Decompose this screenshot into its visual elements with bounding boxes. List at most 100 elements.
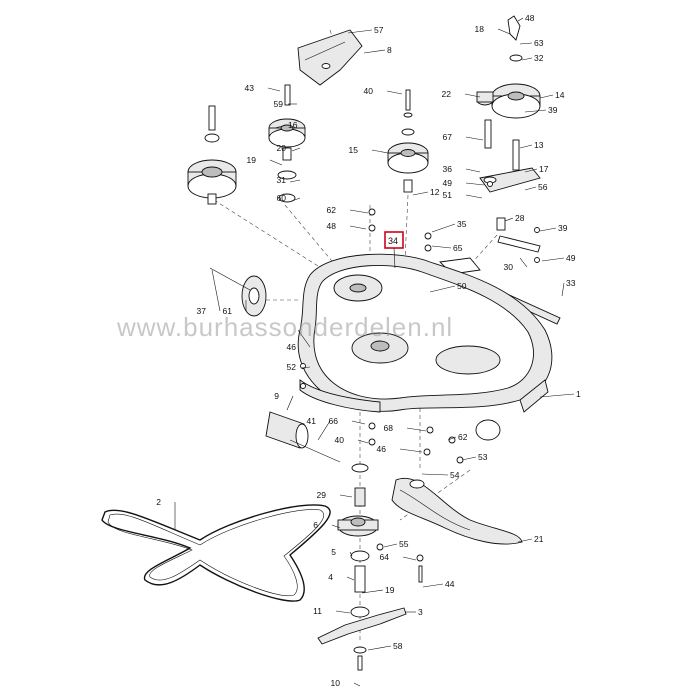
callout-leader — [524, 186, 537, 191]
highlight-label: 34 — [388, 236, 398, 246]
callout-label: 11 — [313, 606, 322, 616]
callout-label: 64 — [380, 552, 390, 562]
callout-leader — [402, 556, 417, 561]
fasteners — [300, 181, 540, 583]
callout-leader — [431, 245, 452, 249]
callout-leader — [286, 395, 294, 411]
callout-leader — [447, 436, 457, 441]
callout-leader — [371, 149, 389, 154]
callout-label: 63 — [534, 38, 544, 48]
deck-baffle — [391, 477, 523, 545]
callout-label: 65 — [453, 243, 463, 253]
callout-label: 13 — [534, 140, 544, 150]
callout-label: 2 — [156, 497, 161, 507]
callout-leader — [361, 589, 384, 594]
callout-label: 14 — [555, 90, 565, 100]
callout-leader — [386, 90, 403, 95]
callout-leader — [541, 257, 565, 262]
callout-leader — [464, 93, 481, 98]
callout-label: 15 — [349, 145, 359, 155]
callout-label: 17 — [539, 164, 549, 174]
callout-leader — [399, 448, 423, 453]
callout-label: 40 — [364, 86, 374, 96]
callout-leader — [367, 645, 392, 651]
callout-label: 49 — [443, 178, 453, 188]
callout-label: 6 — [313, 520, 318, 530]
callout-label: 32 — [534, 53, 544, 63]
callout-leader — [349, 551, 353, 557]
callout-leader — [504, 217, 514, 222]
callout-label: 58 — [393, 641, 403, 651]
callout-leader — [346, 576, 355, 581]
pulley-16 — [268, 84, 306, 203]
callout-leader — [267, 87, 281, 92]
callout-leader — [422, 583, 444, 588]
callout-label: 12 — [430, 187, 440, 197]
callout-label: 48 — [327, 221, 337, 231]
callout-label: 49 — [566, 253, 576, 263]
callout-leader — [300, 366, 311, 369]
callout-label: 50 — [457, 281, 467, 291]
watermark: www.burhassonderdelen.nl — [116, 312, 453, 342]
callout-leader — [461, 456, 477, 461]
callout-leader — [211, 269, 221, 312]
callout-label: 10 — [331, 678, 341, 688]
callout-label: 62 — [327, 205, 337, 215]
drive-belt — [101, 504, 331, 602]
belt-cover — [297, 29, 363, 86]
callout-leader — [421, 473, 449, 476]
callout-label: 36 — [443, 164, 453, 174]
callout-leader — [269, 159, 283, 166]
callout-leader — [274, 124, 287, 129]
callout-leader — [353, 682, 361, 687]
callout-label: 28 — [515, 213, 525, 223]
callout-label: 33 — [566, 278, 576, 288]
callout-label: 39 — [558, 223, 568, 233]
callout-leader — [539, 94, 554, 99]
callout-label: 22 — [442, 89, 452, 99]
callout-label: 35 — [457, 219, 467, 229]
callout-label: 30 — [504, 262, 514, 272]
callout-label: 66 — [329, 416, 339, 426]
callout-label: 39 — [548, 105, 558, 115]
callout-label: 53 — [478, 452, 488, 462]
callout-leader — [465, 194, 483, 199]
callout-leader — [317, 420, 331, 441]
idler-arm — [479, 119, 541, 253]
callout-label: 4 — [328, 572, 333, 582]
callout-leader — [297, 329, 311, 348]
callout-leader — [383, 543, 398, 548]
callout-leader — [517, 17, 524, 22]
callout-leader — [331, 524, 341, 529]
callout-label: 57 — [374, 25, 384, 35]
mower-blade — [317, 607, 407, 645]
callout-label: 56 — [538, 182, 548, 192]
callout-label: 51 — [443, 190, 453, 200]
callout-label: 16 — [288, 120, 298, 130]
callout-leader — [335, 610, 351, 614]
callout-leader — [561, 282, 565, 297]
pulley-15 — [387, 89, 429, 193]
callout-label: 52 — [287, 362, 297, 372]
callout-leader — [539, 227, 557, 232]
pulley-14 — [476, 15, 541, 119]
highlight-leader — [393, 247, 396, 269]
callout-leader — [539, 393, 575, 398]
callout-leader — [339, 494, 353, 498]
callout-label: 41 — [307, 416, 317, 426]
callout-leader — [429, 285, 456, 293]
callout-label: 21 — [534, 534, 544, 544]
callout-leader — [357, 439, 369, 444]
callout-leader — [289, 179, 301, 183]
callout-leader — [347, 29, 373, 34]
callout-label: 67 — [443, 132, 453, 142]
callout-leader — [291, 197, 301, 202]
callout-leader — [465, 182, 485, 186]
callout-label: 20 — [277, 143, 287, 153]
callout-label: 31 — [277, 175, 287, 185]
callout-leader — [431, 223, 456, 233]
callout-label: 18 — [475, 24, 485, 34]
callout-label: 3 — [418, 607, 423, 617]
